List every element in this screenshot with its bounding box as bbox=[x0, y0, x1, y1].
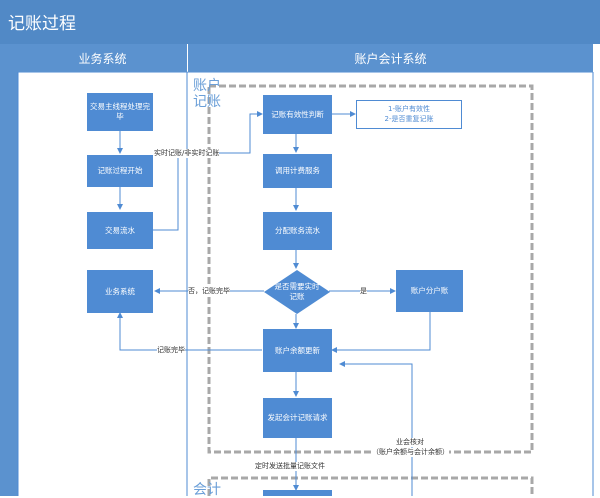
node-business-system: 业务系统 bbox=[87, 270, 153, 313]
decision-diamond bbox=[264, 270, 330, 314]
edge-label-reconcile-2: （账户余额与会计余额） bbox=[372, 448, 449, 457]
validity-note: 1-账户有效性 2-是否重复记账 bbox=[356, 100, 462, 129]
lane-header-account: 账户会计系统 bbox=[188, 44, 593, 72]
group-label-accounting-booking: 会计 bbox=[193, 482, 221, 498]
node-initiate-request: 发起会计记账请求 bbox=[263, 398, 332, 438]
node-allocate-flow: 分配账务流水 bbox=[263, 212, 332, 250]
edge-label-realtime: 实时记账/非实时记账 bbox=[154, 149, 220, 158]
node-booking-start: 记账过程开始 bbox=[87, 155, 153, 187]
title-bar: 记账过程 bbox=[0, 0, 600, 44]
page-title: 记账过程 bbox=[8, 14, 76, 34]
lane-header-business: 业务系统 bbox=[18, 44, 187, 72]
node-call-billing: 调用计费服务 bbox=[263, 154, 332, 188]
group-label-account-booking: 账户 记账 bbox=[193, 78, 221, 110]
edge-label-reconcile-1: 业会核对 bbox=[396, 438, 424, 447]
node-trade-main: 交易主线程处理完毕 bbox=[87, 93, 153, 131]
edge-label-no-done: 否，记账完毕 bbox=[188, 287, 230, 296]
note-line-1: 1-账户有效性 bbox=[388, 105, 430, 113]
node-decision-label: 是否需要实时记账 bbox=[274, 282, 320, 301]
node-accounting-top bbox=[263, 490, 332, 496]
edge-label-done: 记账完毕 bbox=[157, 346, 185, 355]
note-line-2: 2-是否重复记账 bbox=[384, 115, 434, 123]
edge-label-yes: 是 bbox=[360, 287, 367, 296]
node-validity-check: 记账有效性判断 bbox=[263, 95, 332, 134]
edge-label-batch: 定时发送批量记账文件 bbox=[255, 462, 325, 471]
node-trade-flow: 交易流水 bbox=[87, 212, 153, 249]
node-sub-account: 账户分户账 bbox=[396, 270, 463, 312]
node-balance-update: 账户余额更新 bbox=[263, 329, 332, 372]
